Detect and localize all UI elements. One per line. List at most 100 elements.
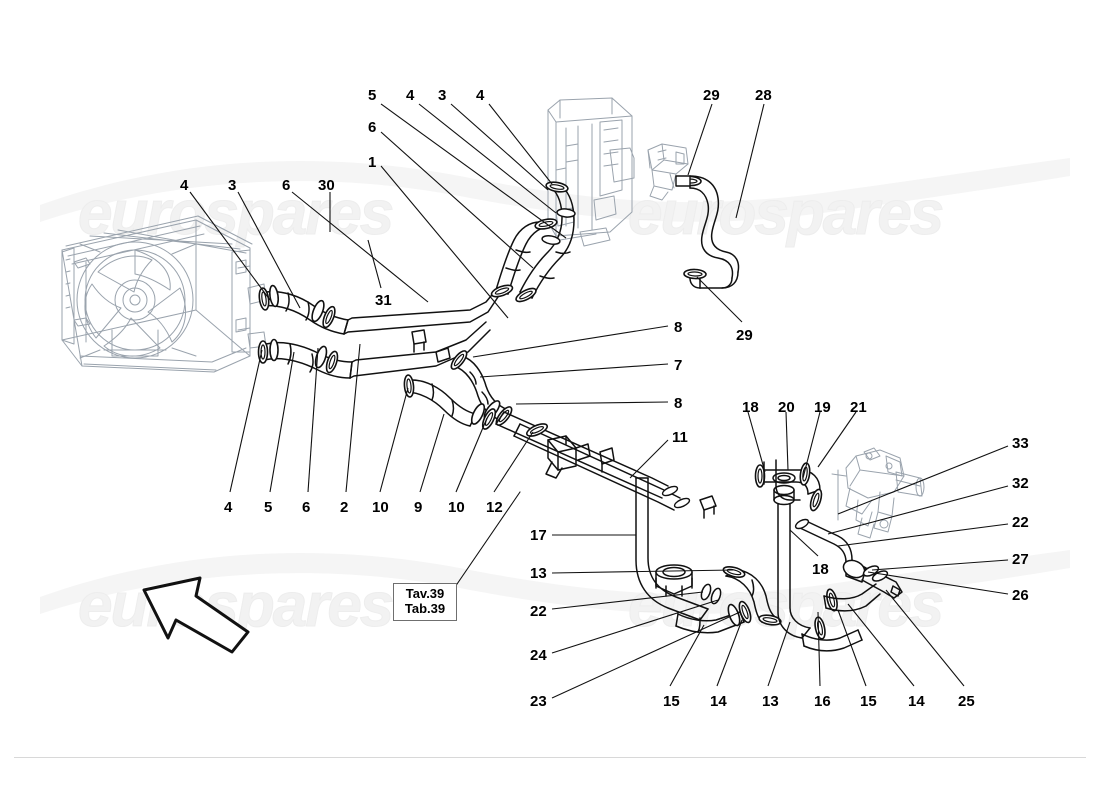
- callout-label-c-13-b: 13: [762, 693, 779, 710]
- callout-label-c-10-a: 10: [372, 499, 389, 516]
- clamp-left-lower-b: [269, 338, 279, 362]
- leader-line-c-24: [551, 599, 719, 654]
- leader-line-c-8-a: [472, 325, 669, 358]
- flange-fitting-22: [655, 564, 693, 597]
- valve-body-top-right: [647, 143, 689, 201]
- elbow-corner-20: [763, 459, 801, 501]
- leader-line-c-29-mid: [696, 276, 743, 323]
- leader-line-c-32: [827, 485, 1009, 535]
- callout-label-c-16: 16: [814, 693, 831, 710]
- leader-line-c-4-top-b: [488, 103, 553, 185]
- radiator-assembly: [61, 215, 267, 373]
- callout-label-c-4-ul: 4: [180, 177, 189, 194]
- clamp-14-a: [758, 614, 782, 626]
- leader-line-c-3-ul: [237, 191, 301, 309]
- callout-label-c-29-mid: 29: [736, 327, 753, 344]
- callout-label-c-15-b: 15: [860, 693, 877, 710]
- callout-label-c-14-a: 14: [710, 693, 727, 710]
- callout-label-c-25: 25: [958, 693, 975, 710]
- callout-label-c-15-a: 15: [663, 693, 680, 710]
- leader-line-c-13-a: [551, 569, 734, 574]
- callout-label-c-10-b: 10: [448, 499, 465, 516]
- callout-label-c-21: 21: [850, 399, 867, 416]
- leader-line-c-29-top: [687, 103, 713, 176]
- callout-label-c-28: 28: [755, 87, 772, 104]
- callout-label-c-18-a: 18: [742, 399, 759, 416]
- leader-line-c-6-top: [380, 131, 534, 269]
- callout-label-c-31: 31: [375, 292, 392, 309]
- callout-label-c-26: 26: [1012, 587, 1029, 604]
- leader-line-c-27: [871, 559, 1009, 571]
- leader-line-c-6-ul: [291, 191, 429, 303]
- leader-line-c-31: [367, 239, 382, 289]
- callout-label-c-12: 12: [486, 499, 503, 516]
- thermostat-housing: [831, 447, 925, 539]
- leader-line-c-33: [837, 445, 1009, 515]
- callout-label-c-3-ul: 3: [228, 177, 237, 194]
- leader-line-c-4-ul: [189, 191, 271, 301]
- bracket-lower-pipe: [699, 495, 717, 519]
- callout-label-c-22-r: 22: [1012, 514, 1029, 531]
- leader-line-c-15-a: [669, 624, 705, 687]
- clamp-riser-2-low: [515, 287, 537, 303]
- callout-label-c-17: 17: [530, 527, 547, 544]
- leader-line-c-4-top-a: [418, 103, 557, 214]
- leader-line-c-12: [493, 431, 534, 493]
- leader-line-c-28: [735, 103, 765, 219]
- callout-label-c-3-top: 3: [438, 87, 447, 104]
- callout-label-c-4-top-b: 4: [476, 87, 485, 104]
- hose-14-b: [823, 583, 881, 612]
- callout-label-c-29-top: 29: [703, 87, 720, 104]
- hose-9: [405, 379, 477, 427]
- table-reference-line2: Tab.39: [404, 601, 446, 616]
- leader-line-c-7: [479, 363, 669, 378]
- leader-line-c-5-bl: [269, 351, 295, 493]
- leader-line-c-14-b: [847, 603, 915, 687]
- clamp-8-upper: [450, 350, 468, 370]
- clamp-18-a: [754, 464, 766, 488]
- clamp-union-left-lower: [314, 345, 339, 374]
- leader-line-c-15-b: [837, 609, 867, 687]
- clamp-left-upper-a: [258, 287, 270, 311]
- callout-label-c-33: 33: [1012, 435, 1029, 452]
- leader-line-c-1-top: [380, 165, 509, 319]
- sensor-line-32: [794, 518, 867, 583]
- callout-label-c-6-top: 6: [368, 119, 377, 136]
- callout-label-c-7: 7: [674, 357, 683, 374]
- leader-line-c-11: [629, 439, 669, 479]
- hose-16: [801, 629, 863, 652]
- leader-line-c-3-top: [450, 103, 549, 191]
- callout-label-c-22-l: 22: [530, 603, 547, 620]
- callout-label-c-23: 23: [530, 693, 547, 710]
- leader-line-c-14-a: [716, 619, 743, 687]
- callout-label-c-5-bl: 5: [264, 499, 273, 516]
- clamp-riser-2-high: [545, 181, 569, 193]
- table-reference-box[interactable]: Tav.39 Tab.39: [393, 583, 457, 621]
- leader-line-c-10-a: [379, 387, 409, 493]
- leader-line-c-18-a: [747, 411, 766, 473]
- clamp-left-upper-b: [268, 284, 280, 308]
- clamp-riser-1-low: [490, 284, 514, 298]
- clamp-block-nipple-b: [541, 235, 561, 245]
- leader-line-c-23: [551, 611, 741, 699]
- leader-line-c-10-b: [455, 417, 488, 493]
- leader-line-c-9: [419, 413, 445, 493]
- callout-label-c-6-bl: 6: [302, 499, 311, 516]
- callout-label-c-19: 19: [814, 399, 831, 416]
- leader-line-c-2: [345, 343, 361, 493]
- leader-line-c-25: [885, 589, 965, 687]
- bottom-divider: [14, 757, 1086, 758]
- clamp-29-lower: [683, 268, 707, 280]
- clamp-21: [809, 488, 823, 512]
- leader-line-c-21: [817, 411, 857, 468]
- leader-line-c-18-b: [789, 529, 819, 557]
- callout-label-c-4-bl: 4: [224, 499, 233, 516]
- clamp-10-b: [470, 403, 497, 430]
- callout-label-c-11: 11: [672, 429, 688, 446]
- clamp-13-a: [722, 566, 746, 578]
- callout-label-c-9: 9: [414, 499, 423, 516]
- valve-nipple-29: [675, 175, 691, 187]
